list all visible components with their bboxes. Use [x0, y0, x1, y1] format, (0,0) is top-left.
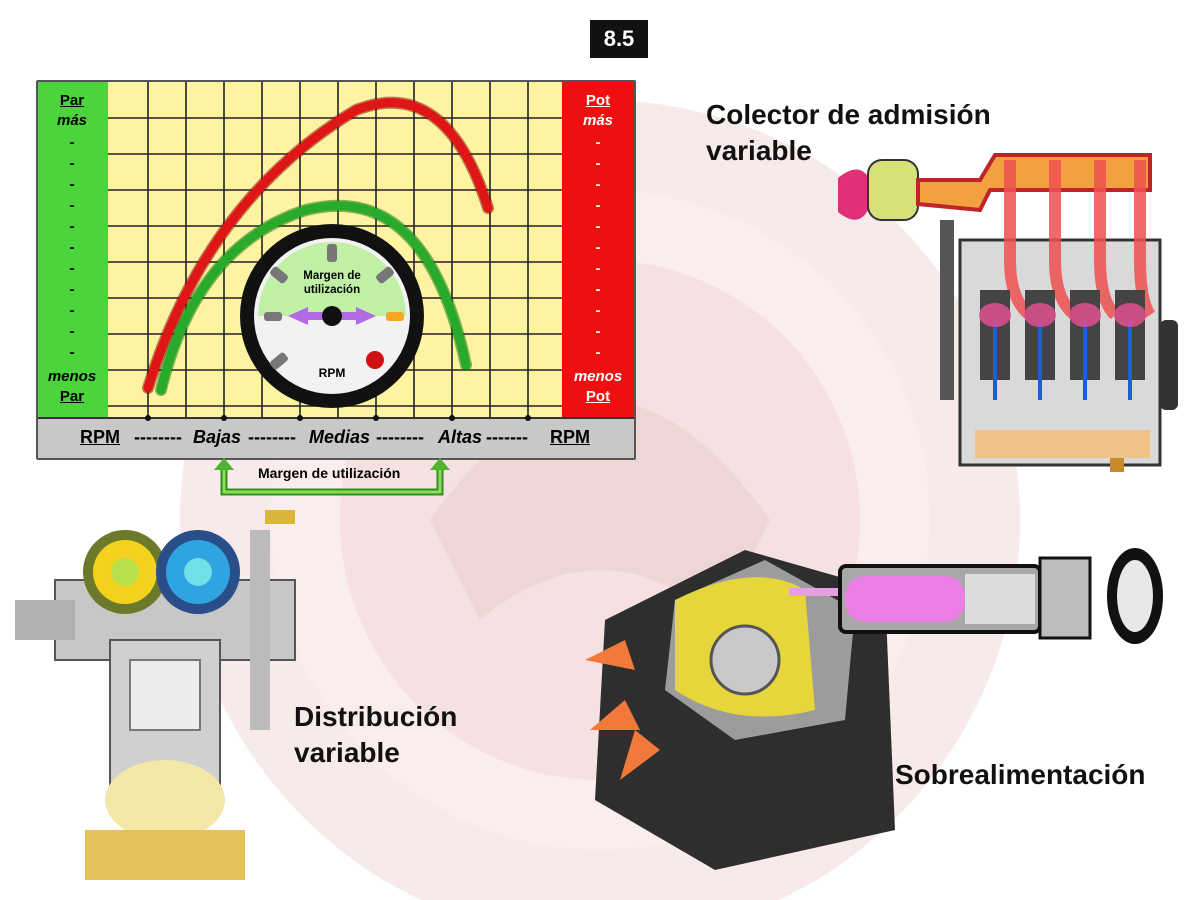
intake-title-line1: Colector de admisión: [706, 99, 991, 130]
supercharging-illustration: [585, 548, 1163, 870]
distribution-title-line1: Distribución: [294, 701, 458, 732]
power-top-sub: más: [582, 112, 614, 129]
margin-label: Margen de utilización: [258, 465, 401, 481]
power-bottom-label: menos: [573, 368, 623, 385]
power-bottom-sub: Pot: [585, 388, 611, 405]
axis-dashes-4: -------: [486, 427, 528, 447]
slide-number-badge: 8.5: [590, 20, 648, 58]
variable-timing-illustration: [15, 510, 296, 880]
axis-dashes-3: --------: [376, 427, 424, 447]
rpm-low-label: Bajas: [193, 427, 242, 447]
power-curve: [143, 98, 493, 393]
chart-svg: [36, 80, 636, 460]
torque-bottom-label: menos: [47, 368, 97, 385]
rpm-axis-left: RPM: [80, 427, 120, 447]
torque-power-chart: Par más ----------- menos Par Pot más --…: [36, 80, 636, 460]
torque-bottom-sub: Par: [59, 388, 85, 405]
supercharging-title: Sobrealimentación: [895, 759, 1146, 790]
gauge-label-1: Margen de: [303, 270, 361, 282]
torque-side-panel: [38, 82, 108, 418]
torque-top-sub: más: [56, 112, 88, 129]
rpm-mid-label: Medias: [309, 427, 371, 447]
power-dots: -----------: [595, 134, 601, 361]
axis-dashes-1: --------: [134, 427, 182, 447]
gauge-label-2: utilización: [303, 284, 361, 296]
intake-title-line2: variable: [706, 135, 812, 166]
rpm-axis-bar: [38, 418, 634, 458]
gauge-rpm-label: RPM: [318, 366, 346, 380]
rpm-gauge: [240, 224, 424, 408]
rpm-axis-right: RPM: [550, 427, 590, 447]
distribution-title-line2: variable: [294, 737, 400, 768]
torque-top-label: Par: [59, 92, 85, 109]
rpm-high-label: Altas: [438, 427, 483, 447]
torque-curve: [156, 201, 471, 395]
margin-bracket-arrow: [214, 458, 450, 496]
power-side-panel: [562, 82, 634, 418]
power-top-label: Pot: [585, 92, 611, 109]
torque-dots: -----------: [69, 134, 75, 361]
intake-manifold-illustration: [838, 153, 1178, 472]
axis-dashes-2: --------: [248, 427, 296, 447]
